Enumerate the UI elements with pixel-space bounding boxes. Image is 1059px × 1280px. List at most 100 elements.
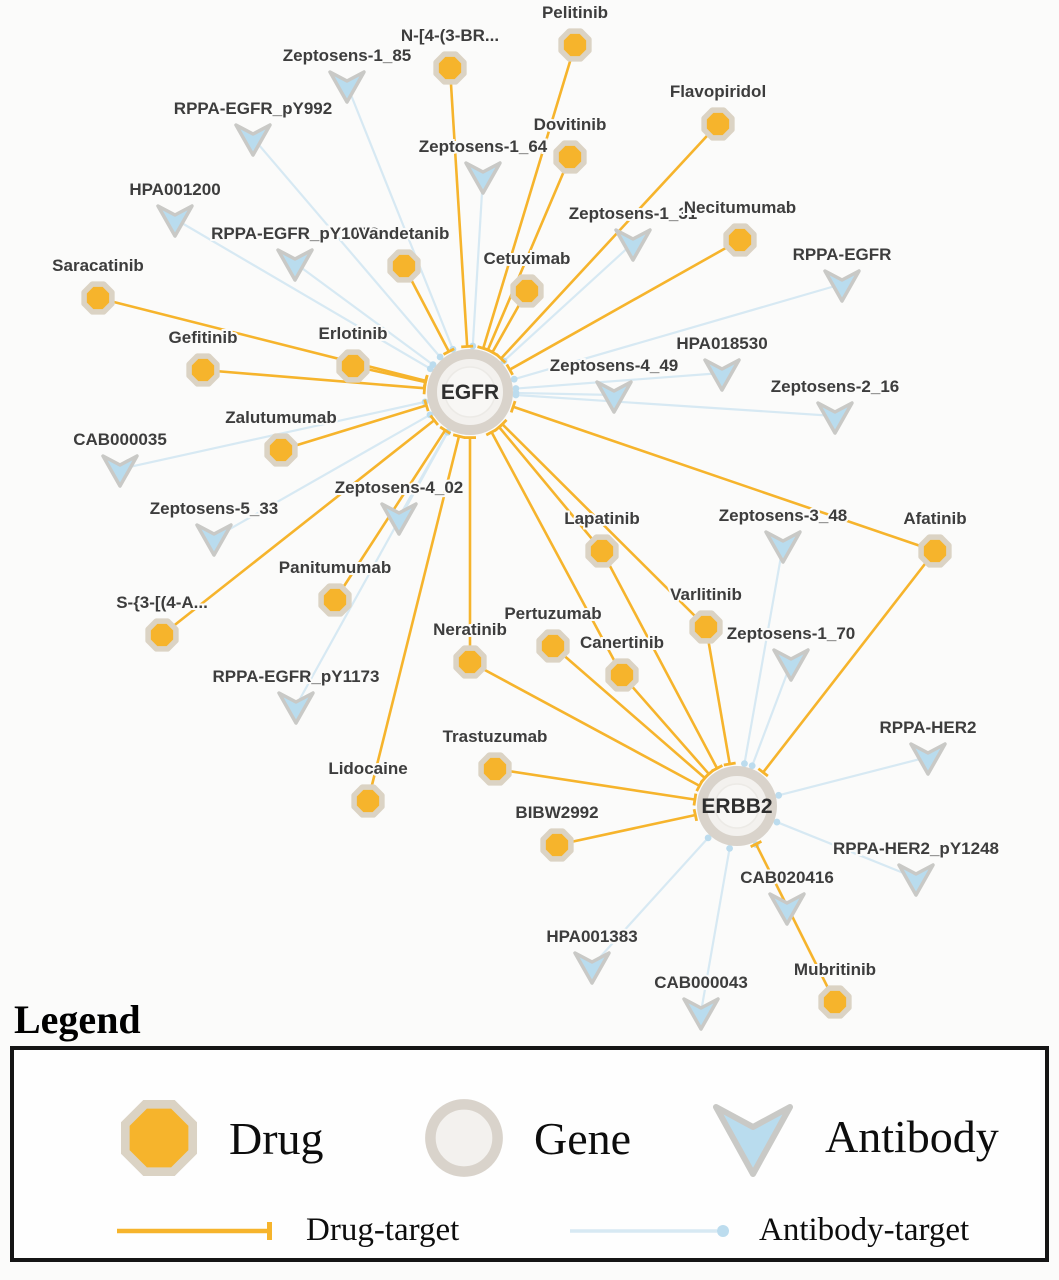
drug-target-edge-pelitinib [477, 44, 577, 352]
drug-node-canertinib[interactable] [605, 658, 639, 692]
antibody-node-rppa-egfr[interactable] [823, 269, 861, 303]
drug-node-dovitinib[interactable] [553, 140, 587, 174]
drug-node-afatinib[interactable] [918, 534, 952, 568]
drug-label-pertuzumab: Pertuzumab [504, 604, 601, 623]
drug-target-edge-varlitinib [704, 626, 736, 767]
antibody-node-cab000035[interactable] [101, 454, 139, 488]
antibody-node-zeptosens-1-64[interactable] [464, 161, 502, 195]
gene-icon [425, 1099, 503, 1177]
legend-item-gene: Gene [416, 1090, 631, 1186]
drug-label-mubritinib: Mubritinib [794, 960, 876, 979]
drug-node-trastuzumab[interactable] [478, 752, 512, 786]
antibody-node-zeptosens-3-48[interactable] [764, 530, 802, 564]
drug-node-neratinib[interactable] [453, 645, 487, 679]
drug-node-flavopiridol[interactable] [701, 107, 735, 141]
drug-node-n-4-3-br[interactable] [433, 51, 467, 85]
drug-label-neratinib: Neratinib [433, 620, 507, 639]
drug-node-gefitinib[interactable] [186, 353, 220, 387]
antibody-label-hpa001200: HPA001200 [129, 180, 220, 199]
drug-target-edge-neratinib [469, 660, 704, 792]
drug-node-panitumumab[interactable] [318, 583, 352, 617]
antibody-node-zeptosens-1-31[interactable] [614, 228, 652, 262]
antibody-label-zeptosens-5-33: Zeptosens-5_33 [150, 499, 279, 518]
labels-layer: Zeptosens-1_85RPPA-EGFR_pY992HPA001200RP… [50, 1, 1001, 994]
antibody-label-cab020416: CAB020416 [740, 868, 834, 887]
legend-box: Drug Gene Antibody Drug-target [10, 1046, 1049, 1262]
drug-node-lidocaine[interactable] [351, 784, 385, 818]
antibody-target-edge-rppa-her2-py1248 [773, 818, 917, 880]
drug-icon [120, 1099, 198, 1177]
antibody-node-rppa-her2[interactable] [909, 742, 947, 776]
antibody-target-edge-rppa-egfr [510, 282, 843, 383]
drug-node-pertuzumab[interactable] [536, 629, 570, 663]
drug-target-edge-dovitinib [481, 156, 572, 354]
antibody-node-zeptosens-4-02[interactable] [380, 502, 418, 536]
drug-label-bibw2992: BIBW2992 [515, 803, 598, 822]
drug-label-canertinib: Canertinib [580, 633, 664, 652]
antibody-node-hpa018530[interactable] [703, 358, 741, 392]
drug-node-varlitinib[interactable] [689, 610, 723, 644]
drug-node-necitumumab[interactable] [723, 223, 757, 257]
drug-target-line-icon [117, 1221, 272, 1240]
drug-node-lapatinib[interactable] [585, 534, 619, 568]
drug-label-flavopiridol: Flavopiridol [670, 82, 766, 101]
drug-node-bibw2992[interactable] [540, 828, 574, 862]
antibody-label-rppa-her2-py1248: RPPA-HER2_pY1248 [833, 839, 999, 858]
antibody-node-zeptosens-4-49[interactable] [595, 380, 633, 414]
antibody-label-zeptosens-2-16: Zeptosens-2_16 [771, 377, 900, 396]
drug-node-s-3-4-a[interactable] [145, 618, 179, 652]
gene-node-inner-erbb2 [714, 783, 760, 829]
drug-label-pelitinib: Pelitinib [542, 3, 608, 22]
drug-label-necitumumab: Necitumumab [684, 198, 796, 217]
drug-label-panitumumab: Panitumumab [279, 558, 391, 577]
antibody-node-zeptosens-1-70[interactable] [772, 648, 810, 682]
legend-label-drug: Drug [229, 1112, 324, 1164]
gene-label-egfr: EGFR [441, 381, 499, 404]
antibody-target-edge-rppa-her2 [775, 755, 929, 799]
drug-label-lapatinib: Lapatinib [564, 509, 640, 528]
drug-node-pelitinib[interactable] [558, 28, 592, 62]
drug-label-trastuzumab: Trastuzumab [443, 727, 548, 746]
drug-target-edge-gefitinib [202, 368, 427, 395]
antibody-node-rppa-egfr-py992[interactable] [234, 123, 272, 157]
antibody-target-edge-hpa001383 [591, 834, 712, 967]
antibody-node-hpa001200[interactable] [156, 204, 194, 238]
drug-target-edge-trastuzumab [494, 767, 698, 806]
antibody-node-rppa-her2-py1248[interactable] [897, 863, 935, 897]
drug-target-edge-flavopiridol [495, 123, 719, 364]
antibody-node-rppa-egfr-py1173[interactable] [277, 691, 315, 725]
drug-node-mubritinib[interactable] [818, 985, 852, 1019]
antibody-node-rppa-egfr-py1068[interactable] [276, 248, 314, 282]
drug-label-erlotinib: Erlotinib [319, 324, 388, 343]
antibody-label-cab000035: CAB000035 [73, 430, 167, 449]
drug-node-zalutumumab[interactable] [264, 433, 298, 467]
antibody-node-cab020416[interactable] [768, 892, 806, 926]
antibody-label-zeptosens-1-31: Zeptosens-1_31 [569, 204, 698, 223]
antibody-node-cab000043[interactable] [682, 997, 720, 1031]
drug-node-cetuximab[interactable] [510, 274, 544, 308]
drug-node-erlotinib[interactable] [336, 349, 370, 383]
antibody-target-edge-zeptosens-1-64 [469, 175, 485, 350]
drug-node-vandetanib[interactable] [387, 249, 421, 283]
drug-target-edge-s-3-4-a [161, 414, 440, 637]
drug-target-edge-afatinib [757, 550, 937, 778]
antibody-label-zeptosens-1-70: Zeptosens-1_70 [727, 624, 856, 643]
antibody-label-zeptosens-1-64: Zeptosens-1_64 [419, 137, 548, 156]
antibody-node-hpa001383[interactable] [573, 951, 611, 985]
antibody-node-zeptosens-1-85[interactable] [328, 70, 366, 104]
antibody-target-edge-zeptosens-2-16 [512, 391, 836, 418]
antibody-label-hpa001383: HPA001383 [546, 927, 637, 946]
antibody-label-zeptosens-4-02: Zeptosens-4_02 [335, 478, 464, 497]
antibody-node-zeptosens-5-33[interactable] [195, 523, 233, 557]
gene-label-erbb2: ERBB2 [701, 795, 772, 818]
drug-label-cetuximab: Cetuximab [484, 249, 571, 268]
antibody-label-rppa-her2: RPPA-HER2 [880, 718, 977, 737]
drug-target-edge-afatinib [509, 400, 936, 553]
drug-target-edge-lapatinib [493, 422, 604, 552]
drug-node-saracatinib[interactable] [81, 281, 115, 315]
antibody-label-rppa-egfr-py1068: RPPA-EGFR_pY1068 [211, 224, 379, 243]
antibody-target-edge-zeptosens-1-70 [748, 662, 793, 770]
antibody-node-zeptosens-2-16[interactable] [816, 401, 854, 435]
